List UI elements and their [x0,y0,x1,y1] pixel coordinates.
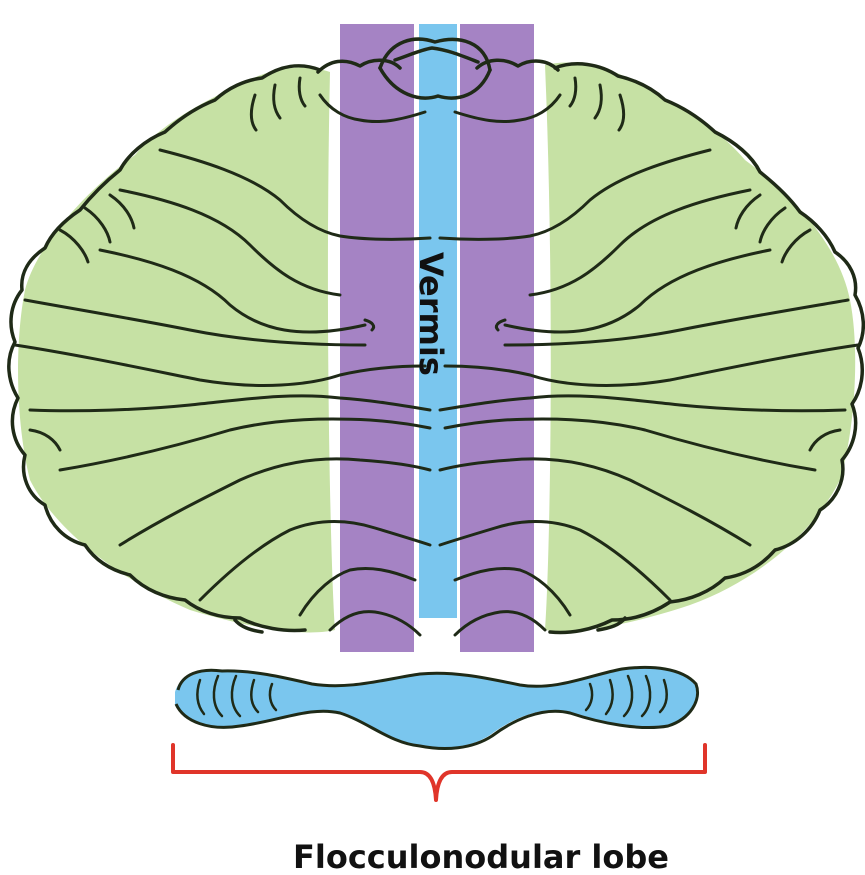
flocculonodular-bracket [171,743,707,802]
left-paravermis [340,24,414,652]
left-hemisphere [18,67,336,633]
flocculonodular-label: Flocculonodular lobe [293,838,669,875]
cerebellum-outline [7,37,865,635]
flocculonodular-lobe [174,665,699,751]
folia-lines [13,76,860,637]
vermis-band [419,24,457,618]
right-paravermis [460,24,534,652]
right-hemisphere [545,62,856,632]
vermis-label: Vermis [412,252,450,376]
